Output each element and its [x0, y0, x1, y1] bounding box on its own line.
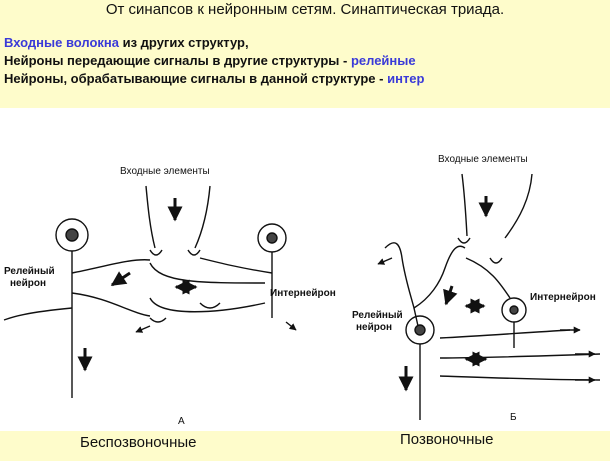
- intro-line-3: Нейроны, обрабатывающие сигналы в данной…: [4, 71, 425, 86]
- relay-label-b-2: нейрон: [356, 322, 392, 333]
- diagram-b: [377, 173, 601, 420]
- inter-label-b: Интернейрон: [530, 292, 596, 303]
- intro-line-2: Нейроны передающие сигналы в другие стру…: [4, 53, 416, 68]
- relay-label-b-1: Релейный: [352, 310, 403, 321]
- relay-dendrite-a-3: [3, 307, 73, 321]
- input-fiber-b-left: [461, 173, 468, 237]
- input-terminal-a-2: [187, 249, 201, 256]
- collateral-arrow-b: [377, 257, 393, 265]
- input-fiber-a-right: [194, 185, 211, 249]
- input-terminal-b-1: [457, 237, 471, 244]
- inter-nucleus-b: [509, 305, 519, 315]
- synaptic-triad-diagram: Входные элементы Релейный нейрон Интерне…: [3, 154, 601, 427]
- relay-signal-arrow-a: [110, 271, 131, 287]
- diagram-panel: Входные элементы Релейный нейрон Интерне…: [0, 108, 610, 431]
- caption-vertebrates: Позвоночные: [400, 431, 494, 448]
- input-fiber-a-left: [145, 185, 156, 249]
- network-line-b-1: [439, 329, 571, 339]
- inter-term: интер: [387, 71, 425, 86]
- input-fibers-term: Входные волокна: [4, 35, 119, 50]
- dendrite-loop-a-2: [149, 297, 266, 313]
- relay-dendrite-a-1: [71, 259, 151, 274]
- panel-letter-b: Б: [510, 412, 517, 423]
- inter-output-arrow-a: [285, 321, 297, 331]
- relay-label-a-2: нейрон: [10, 278, 46, 289]
- inter-label-a: Интернейрон: [270, 288, 336, 299]
- slide-title: От синапсов к нейронным сетям. Синаптиче…: [105, 1, 505, 18]
- relay-nucleus-b: [414, 324, 426, 336]
- input-terminal-a-1: [149, 249, 163, 256]
- inter-dendrite-b: [465, 257, 511, 299]
- synapse-a-3: [199, 302, 221, 309]
- inter-nucleus-a: [266, 232, 278, 244]
- caption-invertebrates: Беспозвоночные: [80, 434, 197, 451]
- dendrite-loop-a-1: [149, 262, 266, 284]
- diagram-a: [3, 185, 297, 398]
- intro-text: Входные волокна из других структур, Нейр…: [4, 34, 604, 88]
- relay-dendrite-a-2: [71, 292, 151, 317]
- relay-label-a-1: Релейный: [4, 266, 55, 277]
- input-elements-label-b: Входные элементы: [438, 154, 528, 165]
- relay-term: релейные: [350, 53, 416, 68]
- synapse-a-4: [149, 317, 167, 323]
- relay-dendrites-b: [384, 242, 466, 310]
- relay-nucleus-a: [65, 228, 79, 242]
- input-terminal-b-2: [489, 257, 503, 264]
- intro-line-1: Входные волокна из других структур,: [4, 35, 249, 50]
- inter-dendrite-a-1: [199, 257, 273, 274]
- relay-signal-arrow-b: [443, 285, 458, 306]
- input-elements-label-a: Входные элементы: [120, 166, 210, 177]
- collateral-arrow-a: [135, 325, 151, 333]
- input-fiber-b-right: [504, 173, 533, 239]
- panel-letter-a: А: [178, 416, 185, 427]
